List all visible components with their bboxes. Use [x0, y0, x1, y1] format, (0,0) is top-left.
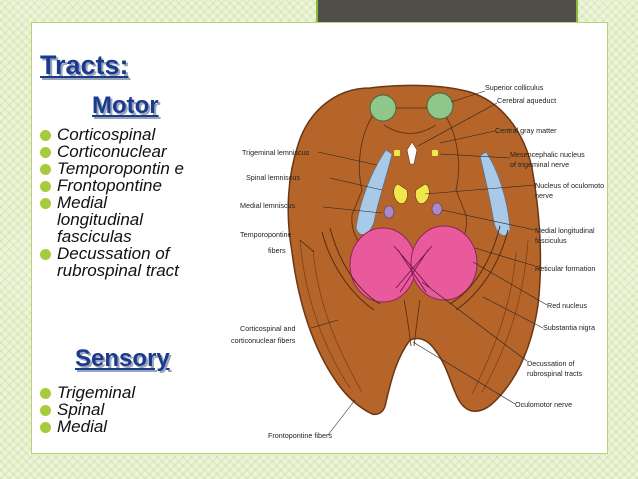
list-item: Medial longitudinal fasciculas — [40, 194, 232, 245]
label-mesencephalic-nucleus-line2: of trigeminal nerve — [510, 160, 569, 169]
bullet-icon — [40, 249, 51, 260]
sensory-list: Trigeminal Spinal Medial — [40, 384, 217, 435]
motor-list: Corticospinal Corticonuclear Temporopont… — [40, 126, 232, 279]
mlf-left — [383, 205, 395, 219]
slide-title: Tracts: — [40, 50, 129, 80]
label-spinal-lemniscus: Spinal lemniscus — [246, 173, 300, 182]
bullet-icon — [40, 198, 51, 209]
label-mlf: Medial longitudinal — [535, 226, 595, 235]
label-decussation: Decussation of — [527, 359, 575, 368]
superior-colliculus-left — [369, 94, 397, 122]
label-oculomotor-nucleus-line2: nerve — [535, 191, 553, 200]
label-red-nucleus: Red nucleus — [547, 301, 587, 310]
label-mesencephalic-nucleus: Mesencephalic nucleus — [510, 150, 585, 159]
leader-lines — [299, 90, 548, 436]
list-item: Trigeminal — [40, 384, 217, 401]
label-temporopontine-fibers-line2: fibers — [268, 246, 286, 255]
lemniscus-right — [479, 151, 511, 236]
mlf-right — [431, 202, 443, 216]
bullet-icon — [40, 130, 51, 141]
label-oculomotor-nucleus: Nucleus of oculomotor — [535, 181, 604, 190]
bullet-icon — [40, 147, 51, 158]
bullet-icon — [40, 422, 51, 433]
list-item: Spinal — [40, 401, 217, 418]
label-cerebral-aqueduct: Cerebral aqueduct — [497, 96, 556, 105]
label-decussation-line2: rubrospinal tracts — [527, 369, 583, 378]
midbrain-diagram: Superior colliculus Cerebral aqueduct Ce… — [231, 83, 604, 440]
label-mlf-line2: fasciculus — [535, 236, 567, 245]
label-substantia-nigra: Substantia nigra — [543, 323, 595, 332]
oculomotor-nucleus-right — [415, 183, 430, 204]
substantia-nigra-left — [321, 227, 381, 311]
mesencephalic-nucleus-right — [432, 150, 438, 156]
label-trigeminal-lemniscus: Trigeminal lemniscus — [242, 148, 310, 157]
crus-fibers — [299, 239, 529, 395]
label-frontopontine-fibers: Frontopontine fibers — [268, 431, 332, 440]
list-item: Temporopontin e — [40, 160, 232, 177]
bullet-icon — [40, 405, 51, 416]
list-item: Corticospinal — [40, 126, 232, 143]
bullet-icon — [40, 388, 51, 399]
label-oculomotor-nerve: Oculomotor nerve — [515, 400, 572, 409]
label-temporopontine-fibers: Temporopontine — [240, 230, 292, 239]
oculomotor-nucleus-left — [393, 183, 408, 204]
label-corticospinal-fibers-line2: corticonuclear fibers — [231, 336, 296, 345]
cerebral-aqueduct — [406, 141, 418, 165]
sensory-heading: Sensory — [75, 345, 170, 372]
tectum-divider — [383, 124, 437, 134]
label-medial-lemniscus: Medial lemniscus — [240, 201, 296, 210]
red-nucleus-right — [410, 225, 478, 301]
rubrospinal-decussation — [393, 245, 433, 293]
list-item: Medial — [40, 418, 217, 435]
label-reticular-formation: Reticular formation — [535, 264, 595, 273]
label-superior-colliculus: Superior colliculus — [485, 83, 544, 92]
superior-colliculus-right — [426, 92, 454, 120]
label-central-gray-matter: Central gray matter — [495, 126, 557, 135]
label-corticospinal-fibers: Corticospinal and — [240, 324, 296, 333]
list-item: Frontopontine — [40, 177, 232, 194]
bullet-icon — [40, 164, 51, 175]
list-item: Corticonuclear — [40, 143, 232, 160]
red-nucleus-left — [349, 227, 417, 303]
substantia-nigra-right — [449, 225, 509, 311]
list-item: Decussation of rubrospinal tract — [40, 245, 232, 279]
bullet-icon — [40, 181, 51, 192]
motor-heading: Motor — [92, 92, 159, 119]
oculomotor-nerve-roots — [403, 299, 421, 347]
mesencephalic-nucleus-left — [394, 150, 400, 156]
